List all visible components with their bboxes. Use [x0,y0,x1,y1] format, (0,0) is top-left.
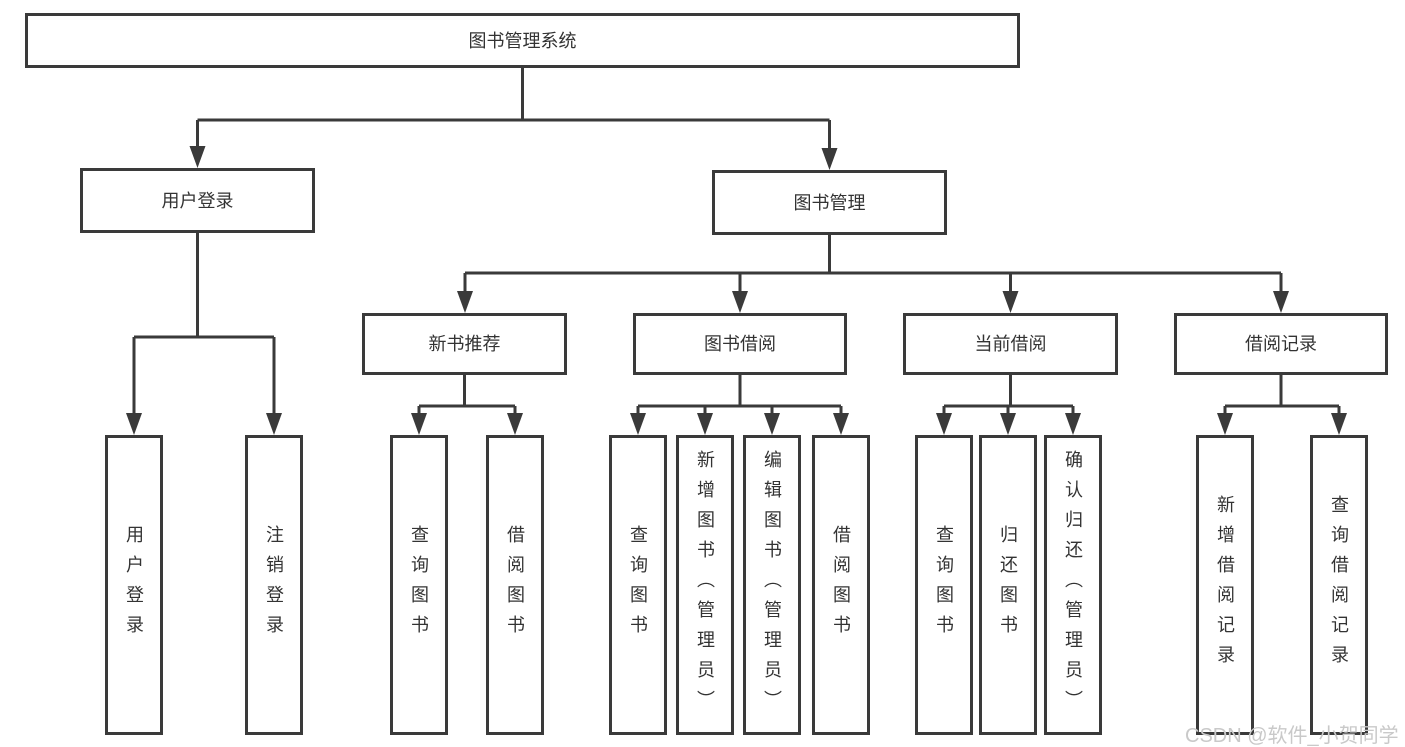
leaf-confirm-return-admin: 确认归还（管理员） [1044,435,1102,735]
arrowhead [764,413,780,435]
arrowhead [126,413,142,435]
connector-borrow-records-children [1223,375,1341,417]
node-borrow-records: 借阅记录 [1174,313,1388,375]
connector-new-book-rec-children [417,375,517,417]
connector-current-borrow-children [942,375,1075,417]
node-new-book-rec: 新书推荐 [362,313,567,375]
leaf-user-login: 用户登录 [105,435,163,735]
arrowhead [1000,413,1016,435]
leaf-query-books-current: 查询图书 [915,435,973,735]
arrowhead [1331,413,1347,435]
leaf-query-books-rec: 查询图书 [390,435,448,735]
node-book-mgmt: 图书管理 [712,170,947,235]
leaf-return-books: 归还图书 [979,435,1037,735]
leaf-query-borrow-record: 查询借阅记录 [1310,435,1368,735]
leaf-logout: 注销登录 [245,435,303,735]
arrowhead [630,413,646,435]
arrowhead [1002,291,1019,313]
arrowhead [1217,413,1233,435]
arrowheads [126,146,1347,435]
leaf-query-books-borrow: 查询图书 [609,435,667,735]
node-user-login: 用户登录 [80,168,315,233]
leaf-add-borrow-record: 新增借阅记录 [1196,435,1254,735]
arrowhead [189,146,206,168]
arrowhead [936,413,952,435]
leaf-add-book-admin: 新增图书（管理员） [676,435,734,735]
arrowhead [821,148,838,170]
arrowhead [457,291,473,313]
arrowhead [697,413,713,435]
connector-root-to-level2 [196,68,831,152]
arrowhead [1273,291,1289,313]
arrowhead [732,291,748,313]
arrowhead [411,413,427,435]
leaf-borrow-books: 借阅图书 [812,435,870,735]
connector-user-login-children [132,233,276,417]
node-book-borrow: 图书借阅 [633,313,847,375]
arrowhead [266,413,282,435]
connector-book-mgmt-children [463,235,1283,295]
arrowhead [833,413,849,435]
connector-book-borrow-children [636,375,843,417]
node-root: 图书管理系统 [25,13,1020,68]
arrowhead [1065,413,1081,435]
csdn-watermark: CSDN @软件_小贺同学 [1185,725,1399,747]
leaf-edit-book-admin: 编辑图书（管理员） [743,435,801,735]
node-current-borrow: 当前借阅 [903,313,1118,375]
arrowhead [507,413,523,435]
leaf-borrow-books-rec: 借阅图书 [486,435,544,735]
